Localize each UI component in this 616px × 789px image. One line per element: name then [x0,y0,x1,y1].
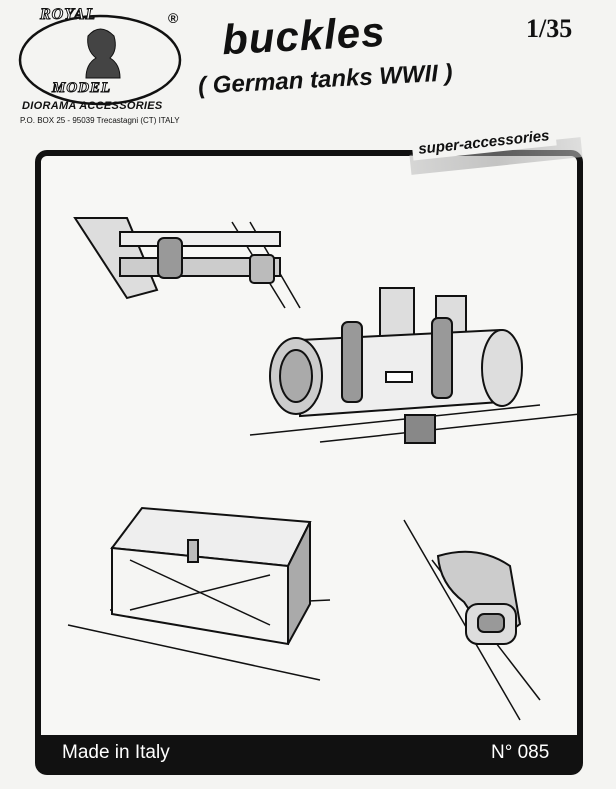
scale-label: 1/35 [526,14,573,43]
brand-logo [18,8,188,132]
ammo-box-illustration [67,506,331,681]
made-in-label: Made in Italy [62,742,170,763]
company-address: P.O. BOX 25 - 95039 Trecastagni (CT) ITA… [20,116,180,125]
buckle-strap-illustration [73,217,301,309]
logo-emblem [18,14,182,106]
fuel-drum-illustration [249,287,581,444]
logo-text-model: MODEL [51,80,112,97]
logo-text-royal: ROYAL [39,6,97,24]
logo-subtitle: DIORAMA ACCESSORIES [22,100,163,112]
product-number: N° 085 [491,742,550,763]
registered-mark: ® [168,10,179,26]
buckle-clip-illustration [403,519,541,721]
footer-bar [35,735,583,775]
